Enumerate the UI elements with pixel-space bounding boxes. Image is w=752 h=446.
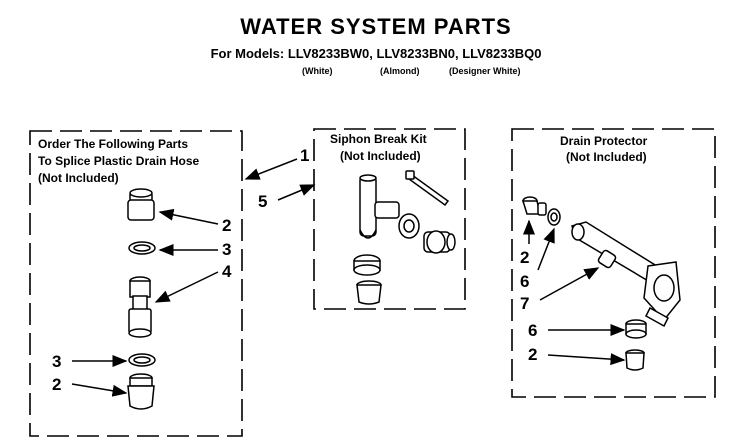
left-coupling-top xyxy=(127,188,155,221)
left-clamp-bottom xyxy=(128,353,156,367)
right-box-line2: (Not Included) xyxy=(566,150,647,164)
callout-right-7: 7 xyxy=(520,294,530,313)
page-title: WATER SYSTEM PARTS xyxy=(240,14,512,39)
callout-5: 5 xyxy=(258,192,268,211)
left-parts xyxy=(127,188,156,410)
left-box-line1: Order The Following Parts xyxy=(38,137,189,151)
siphon-cap xyxy=(356,280,382,305)
callout-left-2-top: 2 xyxy=(222,216,232,235)
callout-left-4: 4 xyxy=(222,262,232,281)
siphon-tie-strap xyxy=(405,170,450,207)
right-box-frame xyxy=(511,128,716,398)
callout-1: 1 xyxy=(300,146,310,165)
right-parts xyxy=(521,196,681,371)
leader-lines xyxy=(71,158,626,397)
left-clamp-top xyxy=(128,241,156,255)
callout-right-6-bottom: 6 xyxy=(528,321,538,340)
siphon-valve xyxy=(423,230,456,254)
right-box-line1: Drain Protector xyxy=(560,134,648,148)
callout-right-6-top: 6 xyxy=(520,272,530,291)
siphon-nut xyxy=(398,213,420,239)
left-box-frame xyxy=(29,130,243,437)
middle-box-frame xyxy=(313,128,466,310)
drain-small-ring xyxy=(547,208,561,226)
color-designer-label: (Designer White) xyxy=(449,66,521,76)
drain-small-coupling xyxy=(521,196,547,216)
callout-right-2-top: 2 xyxy=(520,248,530,267)
callout-left-2-bottom: 2 xyxy=(52,375,62,394)
middle-box-line2: (Not Included) xyxy=(340,149,421,163)
callout-left-3-top: 3 xyxy=(222,240,232,259)
siphon-tee xyxy=(359,174,400,239)
models-line: For Models: LLV8233BW0, LLV8233BN0, LLV8… xyxy=(210,46,542,61)
left-box-line3: (Not Included) xyxy=(38,171,119,185)
left-coupling-bottom xyxy=(127,373,155,410)
callout-left-3-bottom: 3 xyxy=(52,352,62,371)
color-almond-label: (Almond) xyxy=(380,66,420,76)
color-white-label: (White) xyxy=(302,66,333,76)
drain-ring-bottom xyxy=(625,319,647,339)
drain-cap-bottom xyxy=(625,349,645,371)
middle-parts xyxy=(353,170,456,305)
drain-protector-body xyxy=(571,221,681,328)
siphon-clamp xyxy=(353,254,381,276)
callout-right-2-bottom: 2 xyxy=(528,345,538,364)
middle-box-line1: Siphon Break Kit xyxy=(330,132,427,146)
left-connector-tube xyxy=(128,276,152,338)
left-box-line2: To Splice Plastic Drain Hose xyxy=(38,154,200,168)
